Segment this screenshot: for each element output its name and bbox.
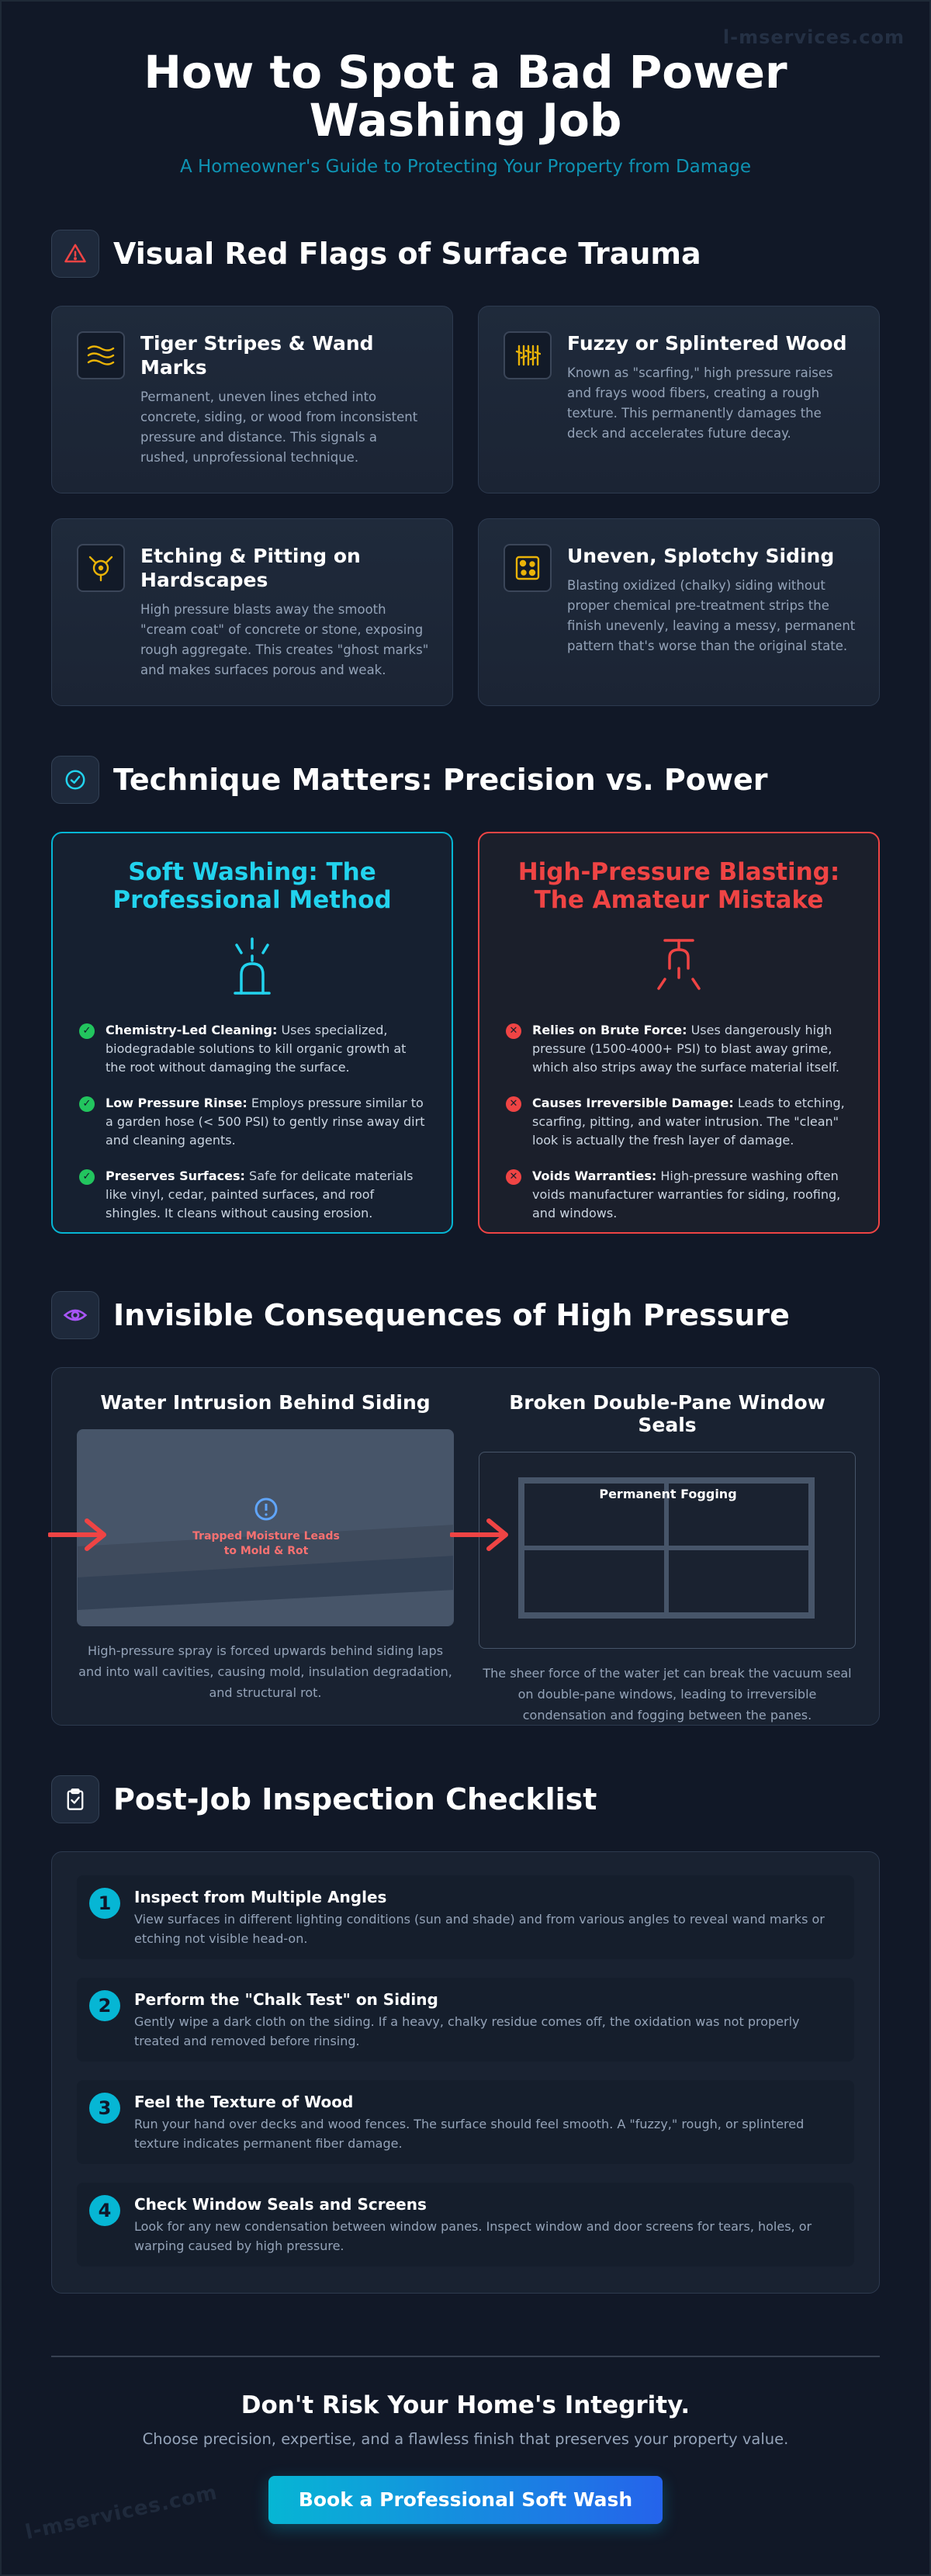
x-icon: ✕ xyxy=(506,1169,521,1185)
checklist-title: Post-Job Inspection Checklist xyxy=(113,1782,597,1816)
high-pressure-card: High-Pressure Blasting: The Amateur Mist… xyxy=(478,832,880,1234)
soft-wash-card: Soft Washing: The Professional Method ✓ C… xyxy=(51,832,453,1234)
point-lead: Low Pressure Rinse: xyxy=(106,1096,247,1110)
point-text: High-pressure washing often voids manufa… xyxy=(532,1169,841,1220)
clipboard-check-icon xyxy=(51,1775,99,1823)
high-pressure-point: ✕ Relies on Brute Force: Uses dangerously… xyxy=(506,1021,852,1077)
flag-title: Tiger Stripes & Wand Marks xyxy=(140,332,374,379)
red-flags-header: Visual Red Flags of Surface Trauma xyxy=(51,230,701,278)
step-description: Run your hand over decks and wood fences… xyxy=(134,2117,805,2151)
splotch-icon xyxy=(504,544,552,592)
cta-subtitle: Choose precision, expertise, and a flawl… xyxy=(142,2430,789,2448)
eye-icon xyxy=(51,1291,99,1339)
red-flags-title: Visual Red Flags of Surface Trauma xyxy=(113,237,701,271)
point-lead: Voids Warranties: xyxy=(532,1169,657,1183)
point-text: Safe for delicate materials like vinyl, … xyxy=(106,1169,414,1220)
flag-description: Known as "scarfing," high pressure raise… xyxy=(567,365,833,441)
wave-lines-icon xyxy=(77,331,125,379)
step-number: 2 xyxy=(89,1990,120,2021)
technique-header: Technique Matters: Precision vs. Power xyxy=(51,756,767,804)
flag-description: Blasting oxidized (chalky) siding withou… xyxy=(567,578,856,653)
point-lead: Causes Irreversible Damage: xyxy=(532,1096,734,1110)
flag-card-splotchy-siding: Uneven, Splotchy Siding Blasting oxidize… xyxy=(478,518,880,706)
page-subtitle: A Homeowner's Guide to Protecting Your P… xyxy=(179,157,752,177)
checklist-item: 3 Feel the Texture of Wood Run your hand… xyxy=(77,2080,854,2164)
page-title: How to Spot a Bad Power Washing Job xyxy=(144,46,787,147)
point-lead: Chemistry-Led Cleaning: xyxy=(106,1023,278,1037)
soft-wash-point: ✓ Chemistry-Led Cleaning: Uses specialize… xyxy=(79,1021,425,1077)
high-pressure-point: ✕ Voids Warranties: High-pressure washing… xyxy=(506,1167,852,1223)
step-number: 3 xyxy=(89,2093,120,2124)
flag-description: Permanent, uneven lines etched into conc… xyxy=(140,390,418,465)
warning-triangle-icon xyxy=(51,230,99,278)
flag-title: Fuzzy or Splintered Wood xyxy=(567,332,847,355)
checklist-item: 2 Perform the "Chalk Test" on Siding Gen… xyxy=(77,1978,854,2062)
step-title: Inspect from Multiple Angles xyxy=(134,1888,387,1906)
step-title: Check Window Seals and Screens xyxy=(134,2195,427,2214)
check-icon: ✓ xyxy=(79,1096,95,1112)
window-seal-column: Broken Double-Pane Window Seals Permanen… xyxy=(479,1391,856,1726)
blaster-nozzle-icon xyxy=(506,934,852,999)
water-intrusion-column: Water Intrusion Behind Siding Trapped Mo… xyxy=(77,1391,454,1703)
water-intrusion-description: High-pressure spray is forced upwards be… xyxy=(78,1643,452,1700)
x-icon: ✕ xyxy=(506,1096,521,1112)
technique-title: Technique Matters: Precision vs. Power xyxy=(113,763,768,797)
consequences-title: Invisible Consequences of High Pressure xyxy=(113,1298,790,1332)
hero: How to Spot a Bad Power Washing Job A Ho… xyxy=(0,48,931,177)
point-lead: Preserves Surfaces: xyxy=(106,1169,245,1183)
cta-title: Don't Risk Your Home's Integrity. xyxy=(241,2391,690,2419)
pitting-icon xyxy=(77,544,125,592)
window-seal-description: The sheer force of the water jet can bre… xyxy=(483,1666,852,1723)
point-text: Leads to etching, scarfing, pitting, and… xyxy=(532,1096,845,1148)
window-seal-title: Broken Double-Pane Window Seals xyxy=(509,1391,825,1436)
step-title: Feel the Texture of Wood xyxy=(134,2093,354,2111)
trapped-moisture-label: Trapped Moisture Leads to Mold & Rot xyxy=(192,1530,340,1557)
checklist-item: 1 Inspect from Multiple Angles View surf… xyxy=(77,1875,854,1959)
flag-card-fuzzy-wood: Fuzzy or Splintered Wood Known as "scarf… xyxy=(478,306,880,493)
point-lead: Relies on Brute Force: xyxy=(532,1023,687,1037)
splinter-icon xyxy=(504,331,552,379)
divider xyxy=(51,2356,880,2357)
flag-description: High pressure blasts away the smooth "cr… xyxy=(140,602,429,677)
soft-wash-point: ✓ Low Pressure Rinse: Employs pressure si… xyxy=(79,1094,425,1150)
water-intrusion-title: Water Intrusion Behind Siding xyxy=(100,1391,431,1414)
soft-nozzle-icon xyxy=(79,934,425,999)
point-text: Employs pressure similar to a garden hos… xyxy=(106,1096,425,1148)
x-icon: ✕ xyxy=(506,1023,521,1039)
soft-wash-title: Soft Washing: The Professional Method xyxy=(112,858,392,914)
high-pressure-title: High-Pressure Blasting: The Amateur Mist… xyxy=(517,858,840,914)
cta-section: Don't Risk Your Home's Integrity. Choose… xyxy=(0,2391,931,2524)
arrow-right-icon xyxy=(48,1518,106,1551)
watermark-top: l-mservices.com xyxy=(722,26,905,48)
step-title: Perform the "Chalk Test" on Siding xyxy=(134,1990,438,2009)
permanent-fogging-label: Permanent Fogging xyxy=(599,1487,737,1501)
step-number: 1 xyxy=(89,1888,120,1919)
step-description: Look for any new condensation between wi… xyxy=(134,2219,812,2253)
checklist-panel: 1 Inspect from Multiple Angles View surf… xyxy=(51,1851,880,2294)
step-description: Gently wipe a dark cloth on the siding. … xyxy=(134,2014,800,2048)
flag-card-tiger-stripes: Tiger Stripes & Wand Marks Permanent, un… xyxy=(51,306,453,493)
checklist-header: Post-Job Inspection Checklist xyxy=(51,1775,597,1823)
arrow-right-icon xyxy=(450,1518,508,1551)
point-text: Uses specialized, biodegradable solution… xyxy=(106,1023,407,1075)
flag-title: Etching & Pitting on Hardscapes xyxy=(140,545,361,591)
consequences-header: Invisible Consequences of High Pressure xyxy=(51,1291,790,1339)
point-text: Uses dangerously high pressure (1500-400… xyxy=(532,1023,839,1075)
flag-card-etching: Etching & Pitting on Hardscapes High pre… xyxy=(51,518,453,706)
check-icon: ✓ xyxy=(79,1169,95,1185)
step-number: 4 xyxy=(89,2195,120,2226)
window-illustration: Permanent Fogging xyxy=(479,1452,856,1649)
siding-illustration: Trapped Moisture Leads to Mold & Rot xyxy=(77,1429,454,1626)
flag-title: Uneven, Splotchy Siding xyxy=(567,545,835,567)
consequences-panel: Water Intrusion Behind Siding Trapped Mo… xyxy=(51,1367,880,1726)
high-pressure-point: ✕ Causes Irreversible Damage: Leads to et… xyxy=(506,1094,852,1150)
book-soft-wash-button[interactable]: Book a Professional Soft Wash xyxy=(268,2476,663,2524)
check-circle-icon xyxy=(51,756,99,804)
soft-wash-point: ✓ Preserves Surfaces: Safe for delicate m… xyxy=(79,1167,425,1223)
checklist-item: 4 Check Window Seals and Screens Look fo… xyxy=(77,2183,854,2266)
step-description: View surfaces in different lighting cond… xyxy=(134,1912,825,1946)
check-icon: ✓ xyxy=(79,1023,95,1039)
